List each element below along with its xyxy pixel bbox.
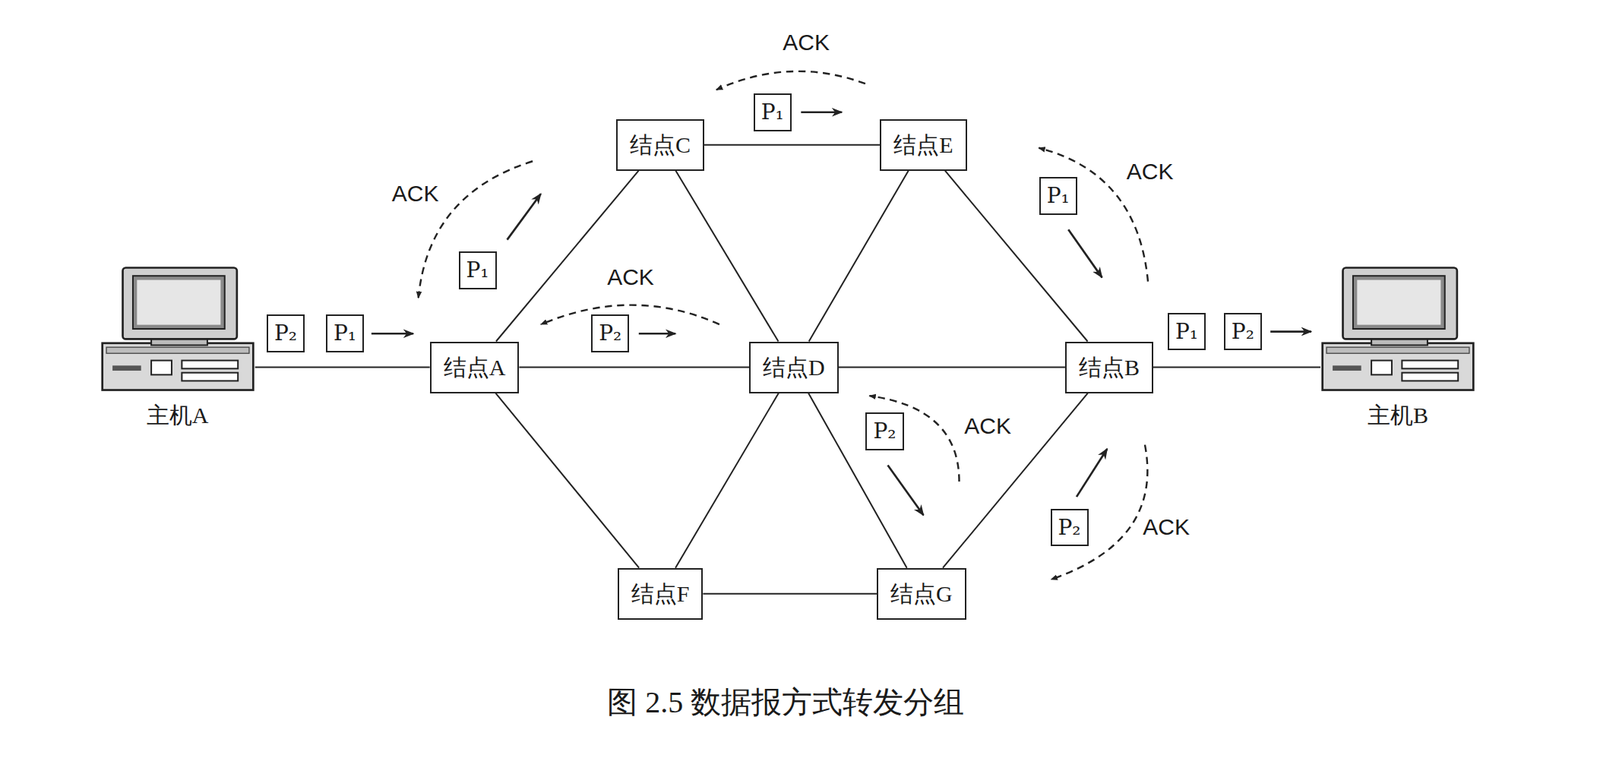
node-name: 结点B [1078,354,1140,382]
link-line [702,593,877,595]
packet-box: P₂ [1223,313,1262,351]
host-label: 主机A [100,400,256,432]
link-line [495,393,639,569]
host-computer: 主机B [1320,263,1476,432]
packet-box: P₁ [753,93,792,132]
packet-name: P₁ [1175,319,1199,345]
packet-box: P₂ [591,314,630,353]
packet-name: P₂ [872,418,896,445]
node-name: 结点G [890,580,953,608]
switch-node-box: 结点G [876,568,967,620]
packet-box: P₂ [266,314,305,353]
switch-node-box: 结点A [430,341,520,394]
node-name: 结点F [631,580,690,608]
host-label: 主机B [1320,400,1476,432]
link-line [675,393,779,569]
ack-label: ACK [1124,158,1177,185]
host-computer: 主机A [100,263,256,432]
link-line [945,170,1088,342]
node-name: 结点E [893,131,953,159]
link-line [675,170,778,342]
switch-node-box: 结点E [879,119,967,171]
ack-label: ACK [961,413,1014,440]
packet-name: P₂ [1058,515,1082,541]
packet-name: P₁ [761,99,785,126]
packet-name: P₁ [1046,183,1070,209]
packet-box: P₂ [1050,509,1089,548]
link-line [808,393,908,569]
packet-box: P₂ [865,412,904,451]
link-line [809,170,909,342]
link-line [518,366,750,369]
packet-box: P₁ [1167,313,1206,351]
direction-arrows [371,112,1312,516]
switch-node-box: 结点B [1065,341,1154,394]
packet-name: P₁ [333,320,357,347]
packet-name: P₂ [598,320,622,347]
node-name: 结点C [629,131,691,159]
link-line [704,144,880,146]
ack-label: ACK [1140,514,1193,541]
packet-name: P₂ [274,320,298,347]
link-line [942,393,1088,569]
link-line [1153,366,1321,369]
switch-node-box: 结点F [617,568,704,620]
ack-label: ACK [780,29,832,56]
packet-box: P₁ [325,314,364,353]
packet-box: P₁ [458,251,497,290]
packet-box: P₁ [1039,177,1078,216]
node-name: 结点D [762,354,826,382]
packet-name: P₁ [466,257,490,284]
link-line [838,366,1066,369]
computer-icon [100,263,256,395]
figure-caption: 图 2.5 数据报方式转发分组 [607,681,965,724]
ack-label: ACK [389,180,442,207]
ack-label: ACK [604,264,657,291]
link-line [255,366,431,369]
node-name: 结点A [443,354,506,382]
computer-icon [1320,263,1476,395]
ack-curves [418,71,1148,580]
switch-node-box: 结点D [749,341,839,394]
switch-node-box: 结点C [616,119,705,171]
packet-name: P₂ [1231,319,1255,345]
